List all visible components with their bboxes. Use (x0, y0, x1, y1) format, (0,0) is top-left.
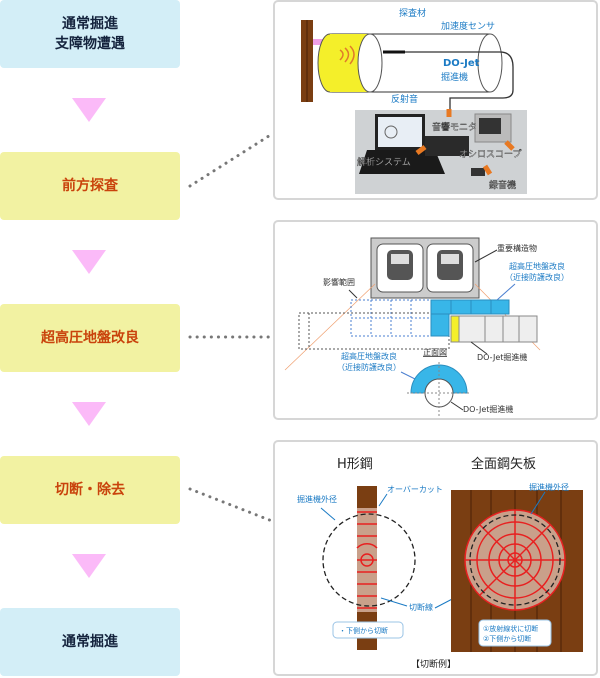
step-cutting-removal: 切断・除去 (0, 456, 180, 524)
title-sheet-pile: 全面鋼矢板 (471, 456, 536, 472)
step-label: 切断・除去 (55, 482, 125, 498)
step-label: 通常掘進 (62, 634, 118, 650)
label-cut-line: 切断線 (409, 602, 433, 612)
machine-outline-right (469, 514, 561, 606)
label-recorder: 録音機 (489, 179, 516, 191)
label-improvement-right-2: （近接防護改良） (505, 272, 569, 282)
cutting-diagram: H形鋼 全面鋼矢板 掘進機外径 オーバーカット 切断線 ・下側から切断 (297, 456, 583, 670)
label-influence-range: 影響範囲 (323, 277, 355, 287)
dotted-connector-3 (188, 487, 274, 523)
step-ground-improvement: 超高圧地盤改良 (0, 304, 180, 372)
exploration-diagram: 探査材 加速度センサ DO-Jet 掘進機 反射音 音響モニタ 解析システム オ… (301, 7, 527, 194)
panel-cutting: H形鋼 全面鋼矢板 掘進機外径 オーバーカット 切断線 ・下側から切断 (273, 440, 598, 676)
label-machine-right: DO-Jet掘進機 (477, 352, 527, 362)
note-right-1: ①放射線状に切断 (483, 624, 538, 633)
label-improvement-left-2: （近接防護改良） (337, 362, 401, 372)
label-machine: DO-Jet (443, 58, 480, 69)
down-arrow-icon (72, 402, 106, 426)
down-arrow-icon (72, 250, 106, 274)
down-arrow-icon (72, 554, 106, 578)
label-improvement-left-1: 超高圧地盤改良 (341, 351, 397, 361)
down-arrow-icon (72, 98, 106, 122)
note-box-left (332, 621, 404, 639)
label-accel-sensor: 加速度センサ (441, 20, 495, 32)
panel-forward-exploration: 探査材 加速度センサ DO-Jet 掘進機 反射音 音響モニタ 解析システム オ… (273, 0, 598, 200)
note-box-right (478, 619, 552, 647)
label-audio-monitor: 音響モニタ (432, 121, 477, 133)
improvement-zone (430, 299, 510, 315)
note-left: ・下側から切断 (339, 626, 388, 635)
excavator-body (458, 315, 538, 343)
probe-material (313, 39, 325, 45)
step-normal-excavation-obstacle: 通常掘進 支障物遭遇 (0, 0, 180, 68)
dotted-connector-1 (188, 132, 274, 188)
step-label: 前方探査 (62, 178, 118, 194)
label-analysis-system: 解析システム (357, 156, 411, 168)
step-forward-exploration: 前方探査 (0, 152, 180, 220)
title-h-beam: H形鋼 (337, 457, 373, 472)
step-label: 超高圧地盤改良 (41, 330, 139, 346)
label-machine-sub: 掘進機 (441, 71, 468, 83)
label-front-view: 正面図 (423, 348, 447, 357)
label-improvement-right-1: 超高圧地盤改良 (509, 261, 565, 271)
label-overcut: オーバーカット (387, 485, 443, 494)
panel-ground-improvement: 重要構造物 影響範囲 超高圧地盤改良 （近接防護改良） DO-Jet掘進機 正面… (273, 220, 598, 420)
note-right-2: ②下側から切断 (483, 634, 531, 643)
label-probe-material: 探査材 (399, 7, 426, 19)
label-oscilloscope: オシロスコープ (459, 149, 521, 160)
dotted-connector-2 (188, 335, 274, 339)
step-label-line2: 支障物遭遇 (55, 36, 125, 52)
label-machine-diameter-right: 掘進機外径 (529, 482, 569, 492)
label-machine-bottom: DO-Jet掘進機 (463, 404, 513, 414)
caption: 【切断例】 (411, 658, 456, 670)
step-label-line1: 通常掘進 (62, 16, 118, 32)
label-machine-diameter-left: 掘進機外径 (297, 494, 337, 504)
step-normal-excavation: 通常掘進 (0, 608, 180, 676)
label-reflected-sound: 反射音 (391, 93, 418, 105)
ground-improvement-diagram: 重要構造物 影響範囲 超高圧地盤改良 （近接防護改良） DO-Jet掘進機 正面… (284, 237, 569, 418)
label-important-structure: 重要構造物 (497, 243, 537, 253)
machine-outline-left (322, 513, 416, 607)
